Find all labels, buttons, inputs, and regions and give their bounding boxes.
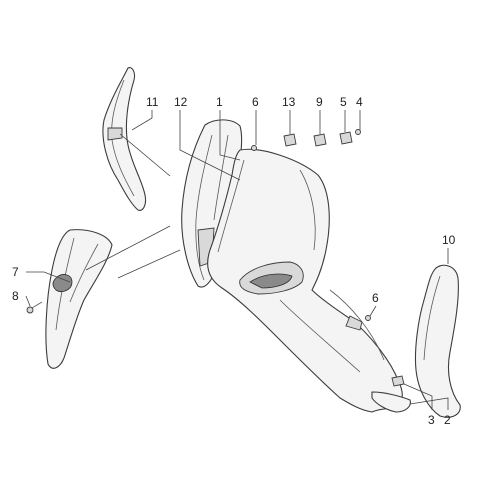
part-6-screw-upper [251,145,257,151]
part-13-clip [283,133,297,147]
part-4-screw [355,129,361,135]
part-9-clip [313,133,327,147]
part-11-side-trim [102,67,147,211]
callout-13: 13 [282,95,296,109]
callouts: 11 12 1 6 13 9 5 4 10 7 8 6 3 2 [12,95,456,427]
callout-8: 8 [12,289,19,303]
part-6-screw-lower [365,315,371,321]
callout-5: 5 [340,95,347,109]
leader-lines [25,110,449,410]
callout-6-lower: 6 [372,291,379,305]
callout-4: 4 [356,95,363,109]
callout-9: 9 [316,95,323,109]
part-10-right-trim [414,264,461,418]
part-2-front-body [207,148,411,413]
callout-10: 10 [442,233,456,247]
part-3-clip [391,375,405,387]
part-8-screw [26,301,43,314]
callout-1: 1 [216,95,223,109]
callout-2: 2 [444,413,451,427]
part-5-clip [339,131,353,145]
callout-11: 11 [146,95,159,109]
callout-12: 12 [174,95,188,109]
part-7-lower-panel [45,229,113,369]
callout-3: 3 [428,413,435,427]
callout-7: 7 [12,265,19,279]
callout-6-upper: 6 [252,95,259,109]
